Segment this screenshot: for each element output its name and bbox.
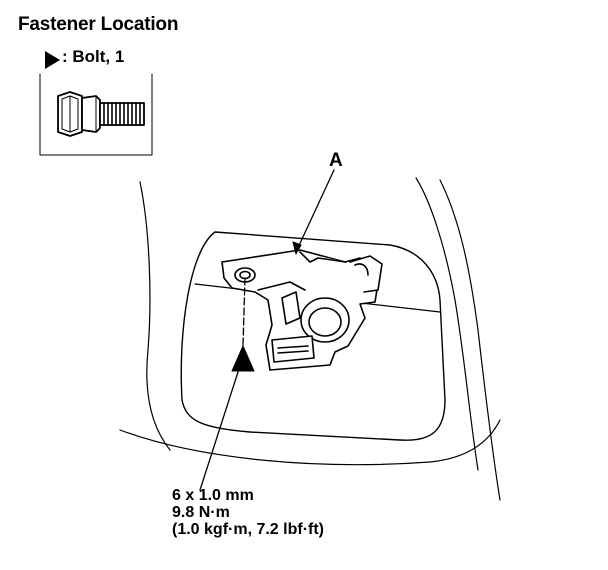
bolt-size-spec: 6 x 1.0 mm	[172, 487, 254, 504]
bolt-centerline	[242, 277, 246, 346]
torque-alt-spec: (1.0 kgf·m, 7.2 lbf·ft)	[172, 521, 325, 538]
bolt-illustration	[39, 73, 153, 156]
torque-nm-spec: 9.8 N·m	[172, 504, 230, 521]
callout-a-leader	[295, 169, 335, 253]
fastener-legend: : Bolt, 1	[62, 47, 125, 66]
callout-a-label: A	[329, 150, 343, 171]
bolt-marker-icon	[231, 345, 255, 372]
page-title: Fastener Location	[18, 14, 179, 35]
body-panel-outline	[119, 177, 501, 501]
spec-leader	[199, 371, 239, 491]
triangle-marker-icon	[45, 51, 60, 69]
bracket-component	[221, 249, 383, 371]
callout-a-arrowhead	[292, 241, 302, 255]
access-opening	[180, 231, 446, 441]
